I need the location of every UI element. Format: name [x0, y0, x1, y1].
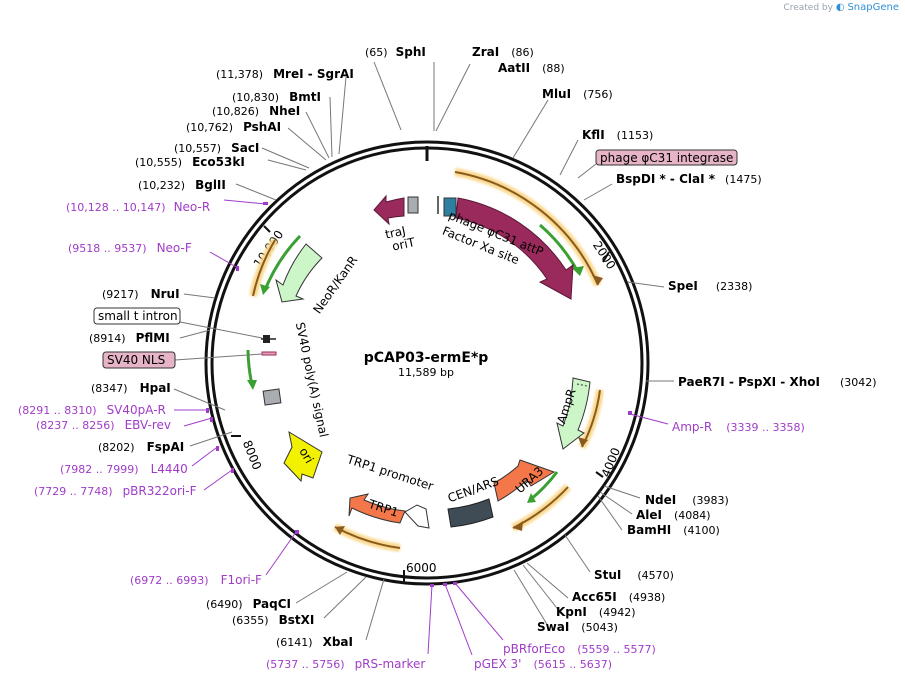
- trp1-arrow[interactable]: [348, 493, 406, 524]
- svg-text:KpnI(4942): KpnI(4942): [556, 605, 635, 619]
- sv40-nls-mark: [261, 351, 277, 356]
- label-orit: oriT: [391, 235, 417, 254]
- svg-text:(8347)HpaI: (8347)HpaI: [91, 381, 171, 395]
- trp1-promoter-arrow[interactable]: [404, 504, 430, 529]
- svg-text:AatII(88): AatII(88): [498, 61, 565, 75]
- ori-arrow[interactable]: [283, 430, 323, 483]
- brand-prefix: Created by: [783, 3, 833, 13]
- svg-text:(10,555)Eco53kI: (10,555)Eco53kI: [135, 155, 245, 169]
- svg-text:(6490)PaqCI: (6490)PaqCI: [206, 597, 291, 611]
- orf-arcs: [249, 168, 604, 552]
- tick-8000: 8000: [231, 435, 264, 472]
- phage-integrase-arrow[interactable]: [455, 197, 574, 300]
- svg-text:(8237 .. 8256)EBV-rev: (8237 .. 8256)EBV-rev: [36, 418, 171, 432]
- svg-text:SV40 NLS: SV40 NLS: [107, 353, 165, 367]
- svg-text:(9217)NruI: (9217)NruI: [102, 287, 180, 301]
- primer-marks: [206, 202, 632, 587]
- svg-text:(10,826)NheI: (10,826)NheI: [212, 104, 300, 118]
- green-arrows: [246, 223, 584, 503]
- svg-text:(8202)FspAI: (8202)FspAI: [98, 440, 184, 454]
- label-cen-ars: CEN/ARS: [446, 474, 501, 505]
- boxed-label-sv40-nls[interactable]: SV40 NLS: [102, 351, 263, 369]
- svg-text:BspDI * - ClaI *(1475): BspDI * - ClaI *(1475): [616, 172, 762, 186]
- svg-text:(8291 .. 8310)SV40pA-R: (8291 .. 8310)SV40pA-R: [18, 403, 166, 417]
- svg-text:(5737 .. 5756)pRS-marker: (5737 .. 5756)pRS-marker: [266, 657, 425, 671]
- cen-ars-box[interactable]: [447, 498, 494, 528]
- neor-arrow[interactable]: [275, 243, 323, 303]
- svg-text:phage φC31 integrase: phage φC31 integrase: [600, 151, 733, 165]
- svg-text:Amp-R(3339 .. 3358): Amp-R(3339 .. 3358): [672, 420, 805, 434]
- sv40-polya-box: [262, 388, 282, 406]
- primer-leaders: [174, 199, 669, 656]
- svg-text:(65)SphI: (65)SphI: [365, 45, 426, 59]
- attp-box: [443, 197, 457, 217]
- svg-text:small t intron: small t intron: [98, 309, 178, 323]
- svg-text:(7729 .. 7748)pBR322ori-F: (7729 .. 7748)pBR322ori-F: [34, 484, 197, 498]
- svg-text:8000: 8000: [240, 438, 264, 472]
- label-traj: traJ: [384, 224, 407, 242]
- svg-text:pBRforEco(5559 .. 5577): pBRforEco(5559 .. 5577): [503, 642, 656, 656]
- svg-text:NdeI(3983): NdeI(3983): [645, 493, 729, 507]
- svg-text:SwaI(5043): SwaI(5043): [537, 620, 618, 634]
- boxed-label-small-t-intron[interactable]: small t intron: [93, 307, 263, 339]
- label-sv40-polya: SV40 poly(A) signal: [293, 321, 331, 439]
- snapgene-logo-icon: ◐: [835, 2, 845, 13]
- plasmid-length: 11,589 bp: [398, 366, 454, 379]
- label-ori: ori: [296, 445, 316, 466]
- svg-text:AleI(4084): AleI(4084): [636, 508, 711, 522]
- svg-text:(6141)XbaI: (6141)XbaI: [276, 635, 353, 649]
- svg-text:MluI(756): MluI(756): [542, 87, 613, 101]
- svg-text:(10,128 .. 10,147)Neo-R: (10,128 .. 10,147)Neo-R: [66, 200, 210, 214]
- svg-text:(10,557)SacI: (10,557)SacI: [174, 141, 259, 155]
- tick-6000: 6000: [403, 561, 437, 582]
- ampr-arrow[interactable]: [556, 377, 591, 450]
- site-labels: (65)SphI ZraI(86) AatII(88) MluI(756) Kf…: [89, 45, 877, 649]
- brand-name: SnapGene: [847, 2, 899, 13]
- svg-text:Acc65I(4938): Acc65I(4938): [572, 590, 665, 604]
- svg-text:6000: 6000: [406, 561, 437, 575]
- svg-text:(10,232)BglII: (10,232)BglII: [138, 178, 226, 192]
- svg-text:BamHI(4100): BamHI(4100): [627, 523, 720, 537]
- svg-text:(10,762)PshAI: (10,762)PshAI: [186, 120, 281, 134]
- svg-text:pGEX 3'(5615 .. 5637): pGEX 3'(5615 .. 5637): [474, 657, 612, 671]
- svg-text:(11,378)MreI - SgrAI: (11,378)MreI - SgrAI: [216, 67, 354, 81]
- svg-text:StuI(4570): StuI(4570): [594, 568, 674, 582]
- svg-text:PaeR7I - PspXI - XhoI(3042: PaeR7I - PspXI - XhoI(3042): [678, 375, 877, 389]
- svg-text:KflI(1153): KflI(1153): [582, 128, 653, 142]
- svg-text:(9518 .. 9537)Neo-F: (9518 .. 9537)Neo-F: [68, 241, 192, 255]
- site-leaders: [173, 61, 674, 641]
- svg-text:(10,830)BmtI: (10,830)BmtI: [232, 90, 321, 104]
- traj-arrow[interactable]: [373, 194, 405, 226]
- ura3-arrow[interactable]: [493, 459, 556, 502]
- svg-text:(8914)PflMI: (8914)PflMI: [89, 331, 170, 345]
- boxed-label-phage-integrase[interactable]: phage φC31 integrase: [577, 149, 738, 179]
- svg-text:(6355)BstXI: (6355)BstXI: [232, 613, 314, 627]
- plasmid-name: pCAP03-ermE*p: [364, 350, 489, 366]
- primer-labels: (10,128 .. 10,147)Neo-R (9518 .. 9537)Ne…: [18, 200, 805, 671]
- svg-text:(6972 .. 6993)F1ori-F: (6972 .. 6993)F1ori-F: [130, 573, 262, 587]
- svg-text:(7982 .. 7999)L4440: (7982 .. 7999)L4440: [60, 462, 188, 476]
- orit-box: [407, 196, 419, 214]
- label-trp1-promoter: TRP1 promoter: [344, 452, 435, 493]
- svg-text:ZraI(86): ZraI(86): [472, 45, 534, 59]
- backbone-outer: [204, 140, 650, 586]
- snapgene-watermark: Created by ◐ SnapGene: [783, 2, 899, 13]
- svg-text:SpeI(2338): SpeI(2338): [668, 279, 752, 293]
